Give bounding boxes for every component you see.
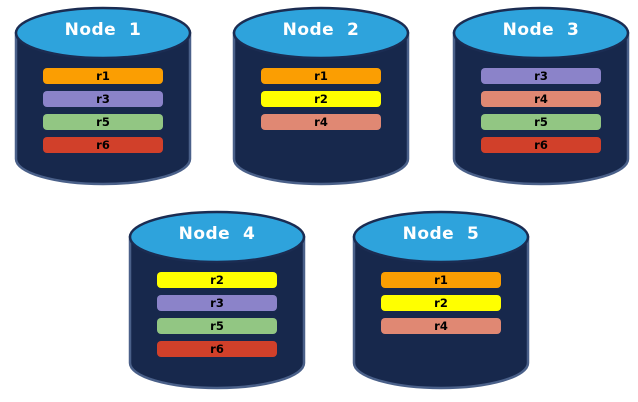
replica-bar-r6[interactable]: r6 (157, 341, 277, 357)
replica-bar-r5[interactable]: r5 (157, 318, 277, 334)
replica-list: r1 r2 r4 (261, 68, 381, 137)
replica-list: r1 r2 r4 (381, 272, 501, 341)
replica-bar-r6[interactable]: r6 (481, 137, 601, 153)
replica-bar-r2[interactable]: r2 (157, 272, 277, 288)
cylinder-top-ellipse (128, 210, 306, 264)
replica-bar-r4[interactable]: r4 (381, 318, 501, 334)
replica-bar-r2[interactable]: r2 (381, 295, 501, 311)
replica-bar-r1[interactable]: r1 (381, 272, 501, 288)
replica-list: r3 r4 r5 r6 (481, 68, 601, 160)
replica-bar-r3[interactable]: r3 (43, 91, 163, 107)
replica-bar-r4[interactable]: r4 (481, 91, 601, 107)
replica-bar-r5[interactable]: r5 (481, 114, 601, 130)
replica-list: r2 r3 r5 r6 (157, 272, 277, 364)
replica-bar-r6[interactable]: r6 (43, 137, 163, 153)
replica-bar-r5[interactable]: r5 (43, 114, 163, 130)
cylinder-top-ellipse (452, 6, 630, 60)
replica-bar-r3[interactable]: r3 (481, 68, 601, 84)
cylinder-top-ellipse (352, 210, 530, 264)
replica-bar-r1[interactable]: r1 (43, 68, 163, 84)
replica-bar-r2[interactable]: r2 (261, 91, 381, 107)
replica-bar-r4[interactable]: r4 (261, 114, 381, 130)
cylinder-top-ellipse (14, 6, 192, 60)
replica-bar-r3[interactable]: r3 (157, 295, 277, 311)
replica-bar-r1[interactable]: r1 (261, 68, 381, 84)
cylinder-top-ellipse (232, 6, 410, 60)
replica-list: r1 r3 r5 r6 (43, 68, 163, 160)
